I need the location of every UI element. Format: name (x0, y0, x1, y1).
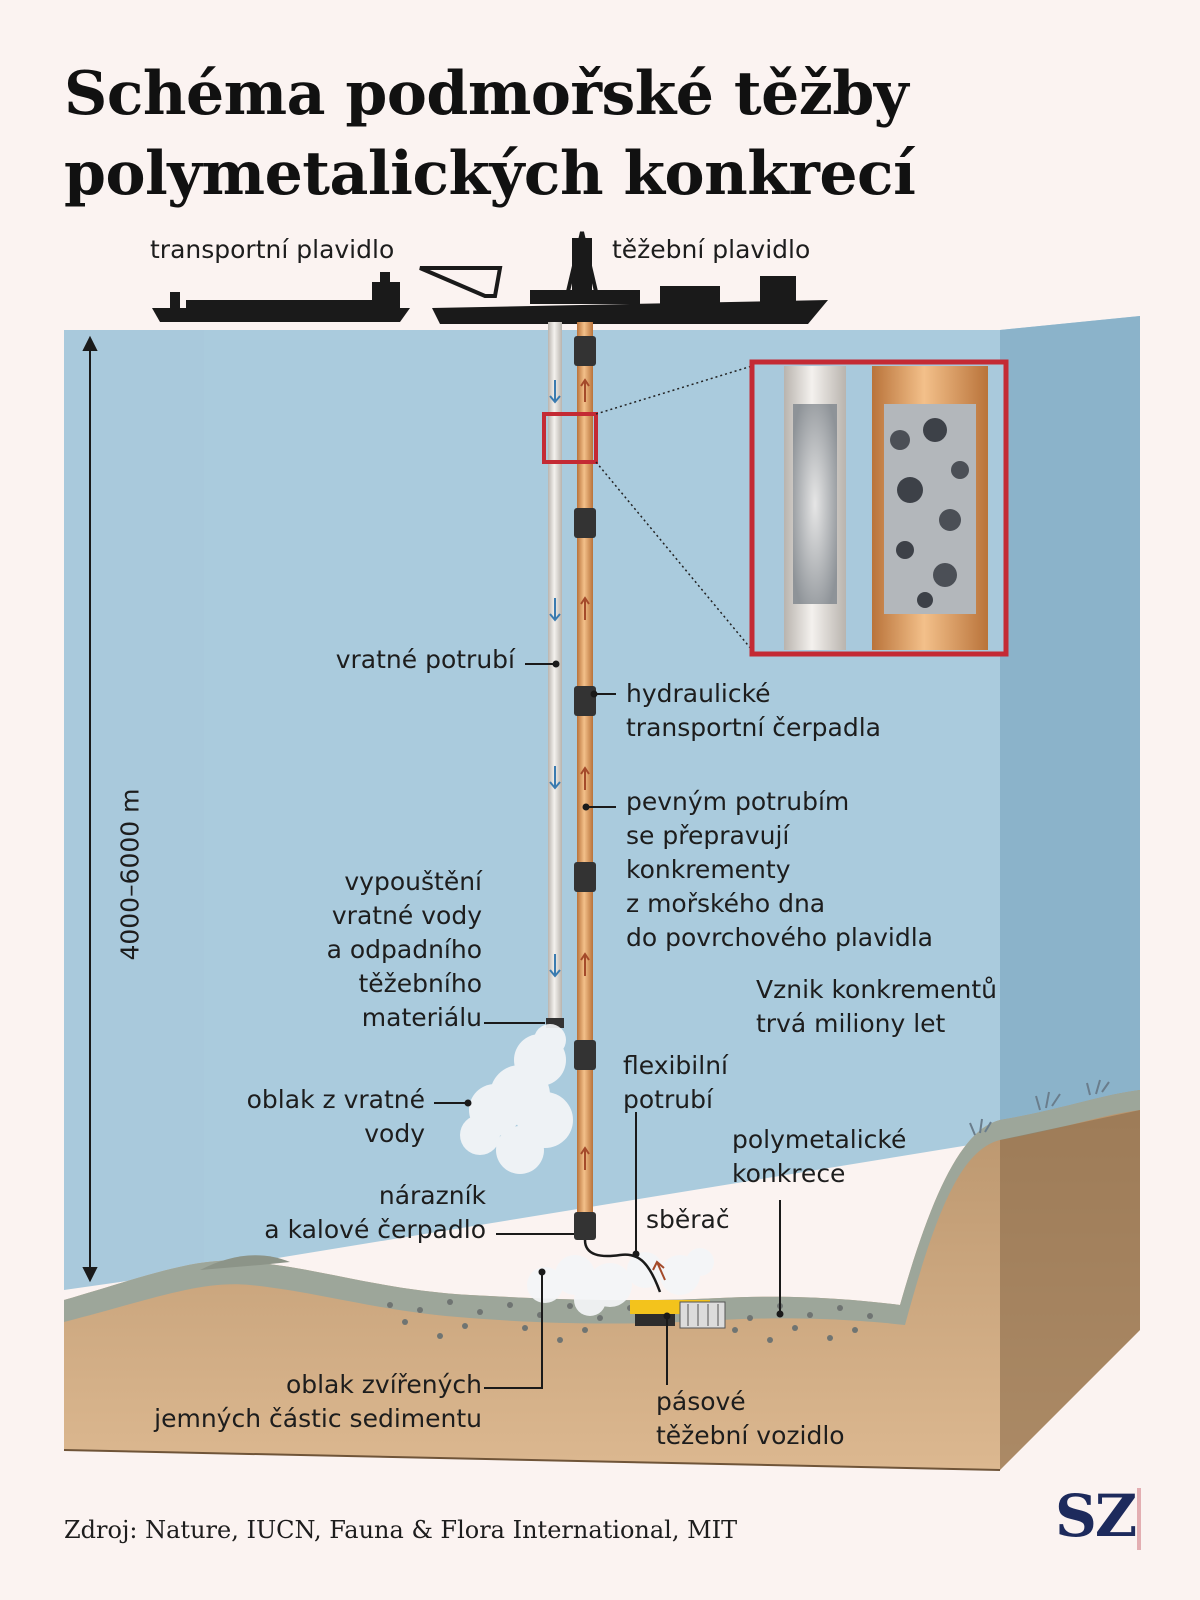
label-bumper: nárazník a kalové čerpadlo (264, 1181, 486, 1244)
transport-ship (152, 272, 410, 322)
leader-lines (434, 660, 784, 1389)
mining-vehicle (630, 1300, 726, 1329)
flow-arrows (549, 378, 590, 1170)
label-collector: sběrač (646, 1205, 730, 1234)
return-cloud (460, 1024, 573, 1174)
pipe-inset (749, 359, 1009, 657)
coral-icon (969, 1079, 1110, 1136)
label-return-cloud: oblak z vratné vody (246, 1085, 425, 1148)
callout-line (595, 365, 753, 415)
label-hydraulic-pumps: hydraulické transportní čerpadla (626, 679, 881, 742)
sz-logo: SZ (1055, 1482, 1137, 1550)
label-return-pipe: vratné potrubí (335, 645, 515, 674)
sediment-cloud (527, 1248, 714, 1316)
flexible-pipe (583, 1239, 662, 1293)
flow-arrow-icon (652, 1260, 666, 1281)
nodule-field (387, 1299, 873, 1343)
label-vehicle: pásové těžební vozidlo (656, 1387, 845, 1450)
highlight-box (542, 412, 598, 464)
logo-bar (1137, 1488, 1141, 1550)
page-title: Schéma podmořské těžby polymetalických k… (64, 59, 916, 209)
label-rigid-pipe: pevným potrubím se přepravují konkrement… (626, 787, 933, 952)
label-flexible-pipe: flexibilní potrubí (623, 1051, 728, 1114)
label-sediment-cloud: oblak zvířených jemných částic sedimentu (154, 1370, 482, 1433)
label-transport-vessel: transportní plavidlo (150, 235, 395, 264)
depth-measure (82, 335, 98, 1283)
source-note: Zdroj: Nature, IUCN, Fauna & Flora Inter… (64, 1516, 738, 1544)
mining-ship (419, 231, 828, 324)
depth-label: 4000–6000 m (115, 788, 145, 961)
label-discharge: vypouštění vratné vody a odpadního těžeb… (326, 867, 482, 1032)
seabed (63, 1090, 1140, 1471)
label-mining-vessel: těžební plavidlo (612, 235, 811, 264)
label-formation: Vznik konkrementů trvá miliony let (756, 975, 997, 1038)
return-pipe (546, 322, 564, 1028)
label-nodules: polymetalické konkrece (732, 1125, 907, 1188)
callout-line (595, 461, 753, 651)
